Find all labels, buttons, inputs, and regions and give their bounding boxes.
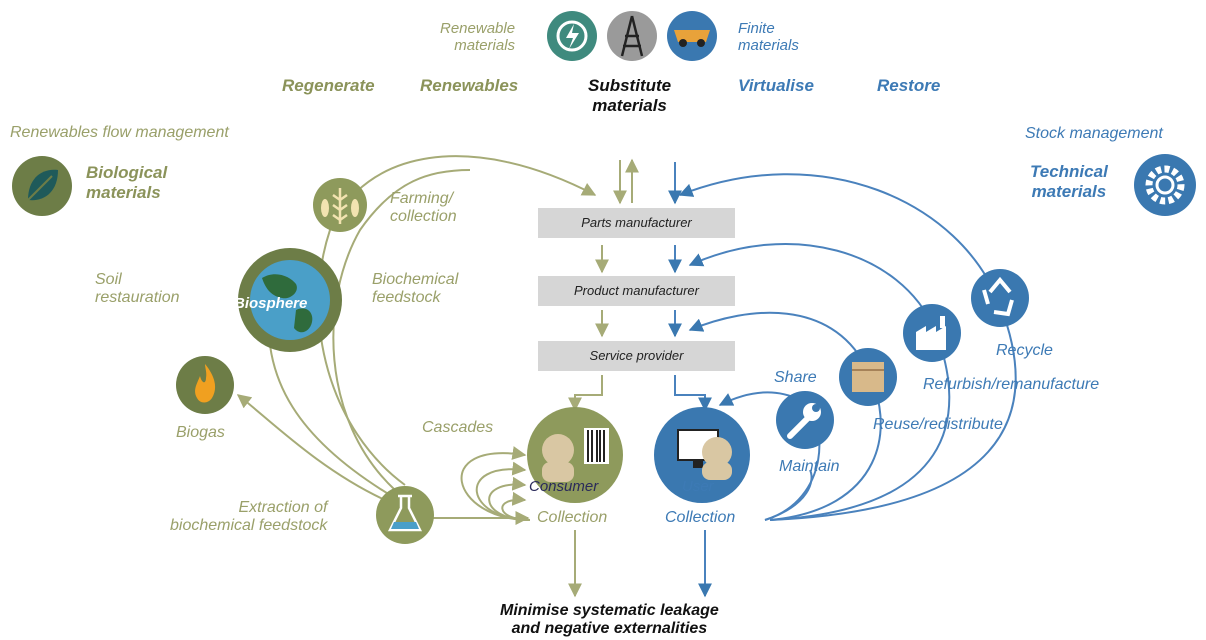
renewable-materials-label: Renewable materials	[440, 20, 516, 55]
biological-flows	[236, 155, 639, 598]
wheat-fish-icon	[313, 178, 367, 232]
wrench-icon	[776, 391, 834, 449]
user-computer-icon	[654, 407, 750, 503]
biosphere-label: Biosphere	[234, 295, 308, 312]
gear-icon	[1134, 154, 1196, 216]
recycle-icon	[971, 269, 1029, 327]
strategy-regenerate: Regenerate	[282, 76, 375, 95]
biosphere-globe-icon	[238, 248, 342, 352]
strategy-substitute: Substitute materials	[588, 76, 672, 115]
maintain-arc	[764, 469, 813, 521]
finite-materials-label: Finite materials	[738, 20, 799, 55]
soil-label: Soil restauration	[95, 271, 180, 307]
stock-management-label: Stock management	[1025, 125, 1163, 142]
mining-truck-icon	[667, 11, 717, 61]
recycle-label: Recycle	[996, 342, 1053, 359]
leakage-label: Minimise systematic leakage and negative…	[500, 602, 719, 637]
farming-label: Farming/ collection	[390, 190, 457, 226]
flow-management-label: Renewables flow management	[10, 124, 229, 141]
box-icon	[839, 348, 897, 406]
biological-collection-label: Collection	[537, 509, 608, 526]
biochemical-feedstock-arc	[332, 169, 471, 491]
technical-materials-label: Technical materials	[1030, 162, 1108, 201]
product-manufacturer-box: Product manufacturer	[538, 276, 735, 306]
flask-icon	[376, 486, 434, 544]
strategy-virtualise: Virtualise	[738, 76, 814, 95]
parts-manufacturer-box: Parts manufacturer	[538, 208, 735, 238]
green-service-to-consumer	[568, 375, 603, 412]
consumer-icon	[527, 407, 623, 503]
reuse-label: Reuse/redistribute	[873, 416, 1003, 433]
biochemical-feedstock-label: Biochemical feedstock	[372, 271, 459, 307]
renewable-icon	[547, 11, 597, 61]
technical-collection-label: Collection	[665, 509, 736, 526]
biogas-label: Biogas	[176, 424, 225, 441]
cascade-loop-4	[501, 491, 531, 521]
share-label: Share	[774, 369, 817, 386]
biogas-arrow	[236, 394, 386, 501]
blue-service-to-user	[674, 375, 712, 412]
service-provider-box: Service provider	[538, 341, 735, 371]
refurbish-label: Refurbish/remanufacture	[923, 376, 1100, 393]
strategy-renewables: Renewables	[420, 76, 519, 95]
biogas-flame-icon	[176, 356, 234, 414]
cascades-label: Cascades	[422, 419, 494, 436]
consumer-label: Consumer	[529, 478, 599, 495]
leaf-icon	[12, 156, 72, 216]
factory-icon	[903, 304, 961, 362]
oil-rig-icon	[607, 11, 657, 61]
biological-materials-label: Biological materials	[86, 163, 168, 202]
extraction-label: Extraction of biochemical feedstock	[170, 499, 328, 535]
strategy-restore: Restore	[877, 76, 941, 95]
user-label: User	[682, 478, 714, 495]
maintain-label: Maintain	[779, 458, 840, 475]
